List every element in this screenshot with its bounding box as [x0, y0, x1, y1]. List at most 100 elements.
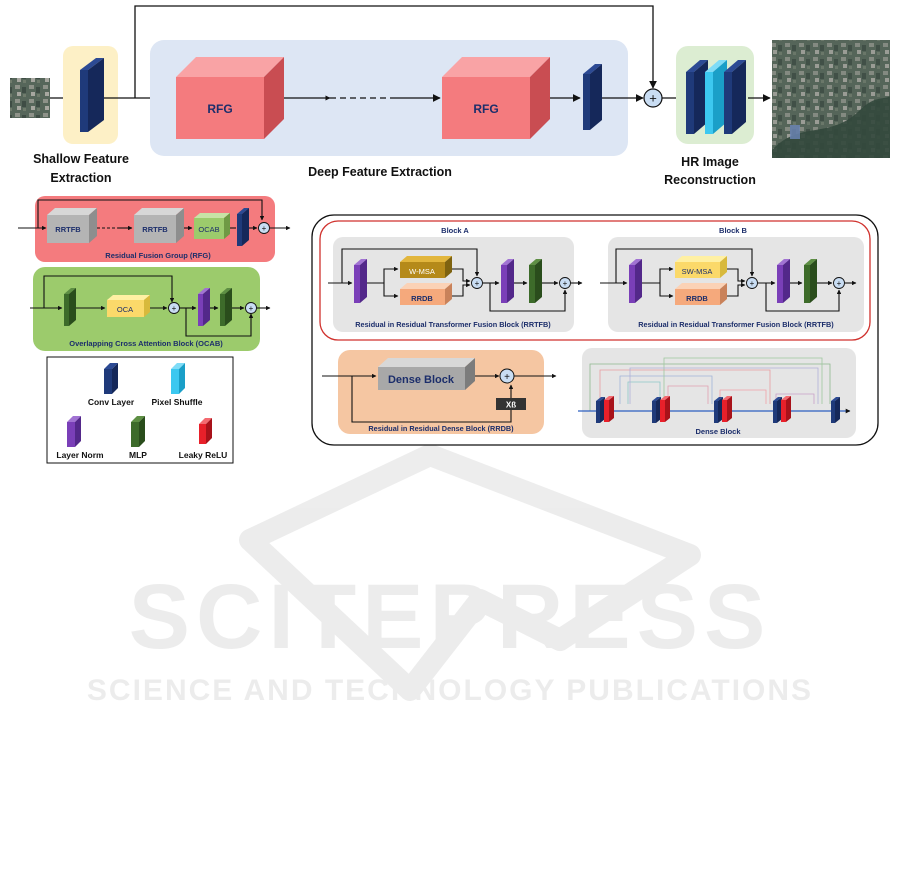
- block-b-mlp: [804, 259, 817, 303]
- svg-text:+: +: [475, 279, 480, 288]
- rfg-label-1: RFG: [207, 102, 232, 116]
- rfg-rrtfb-2: RRTFB: [134, 208, 184, 243]
- legend-pixel-shuffle-label: Pixel Shuffle: [151, 397, 202, 407]
- legend-conv-label: Conv Layer: [88, 397, 135, 407]
- block-b-layer-norm-2: [777, 259, 790, 303]
- ocab-panel-title: Overlapping Cross Attention Block (OCAB): [69, 339, 223, 348]
- hr-label-line1: HR Image: [681, 155, 739, 169]
- hr-conv-1: [686, 60, 708, 134]
- ocab-mlp-2: [220, 288, 232, 326]
- watermark-sub: SCIENCE AND TECHNOLOGY PUBLICATIONS: [87, 674, 813, 707]
- block-b-add-2: +: [833, 277, 845, 289]
- rrdb-dense-block: Dense Block: [378, 358, 475, 390]
- svg-text:+: +: [563, 279, 568, 288]
- legend-mlp-label: MLP: [129, 450, 147, 460]
- block-a-layer-norm-2: [501, 259, 514, 303]
- dense-unit-3: [714, 396, 732, 423]
- svg-text:RRTFB: RRTFB: [55, 225, 81, 234]
- rfg-rrtfb-1: RRTFB: [47, 208, 97, 243]
- svg-text:+: +: [750, 279, 755, 288]
- legend-conv-icon: [104, 363, 118, 394]
- svg-text:+: +: [649, 91, 657, 106]
- ocab-add-node-2: +: [245, 302, 257, 314]
- svg-text:SW-MSA: SW-MSA: [682, 267, 713, 276]
- rfg-block-2: RFG: [442, 57, 550, 139]
- dense-unit-1: [596, 396, 614, 423]
- svg-text:+: +: [504, 372, 510, 383]
- rfg-block-1: RFG: [176, 57, 284, 139]
- shallow-label-line1: Shallow Feature: [33, 152, 129, 166]
- deep-conv-layer: [583, 64, 602, 130]
- hr-label-line2: Reconstruction: [664, 173, 756, 187]
- svg-text:Dense Block: Dense Block: [388, 374, 455, 386]
- ocab-oca-block: OCA: [107, 295, 150, 317]
- block-b-swmsa: SW-MSA: [675, 256, 727, 278]
- svg-text:W-MSA: W-MSA: [409, 267, 435, 276]
- shallow-conv-layer: [80, 58, 104, 132]
- legend-layer-norm-label: Layer Norm: [56, 450, 104, 460]
- legend-layer-norm-icon: [67, 416, 81, 447]
- rfg-add-node: +: [258, 222, 270, 234]
- rrdb-beta-multiplier: Xß: [496, 398, 526, 410]
- dense-connections: [589, 357, 831, 411]
- block-a-layer-norm: [354, 259, 367, 303]
- block-a-wmsa: W-MSA: [400, 256, 452, 278]
- rrdb-add-node: +: [499, 368, 515, 384]
- global-skip-line: [134, 5, 657, 98]
- rrtfb-detail-panel: Block A W-MSA RRDB +: [311, 214, 879, 446]
- rrdb-caption: Residual in Residual Dense Block (RRDB): [368, 424, 514, 433]
- deep-label: Deep Feature Extraction: [308, 165, 452, 179]
- rfg-label-2: RFG: [473, 102, 498, 116]
- hr-pixel-shuffle: [705, 60, 727, 134]
- watermark-main: SCITEPRESS: [129, 566, 772, 668]
- ocab-add-node-1: +: [168, 302, 180, 314]
- legend-leaky-relu-icon: [199, 418, 212, 444]
- legend-pixel-shuffle-icon: [171, 363, 185, 394]
- block-b-caption: Residual in Residual Transformer Fusion …: [638, 320, 834, 329]
- input-image: [10, 78, 50, 118]
- dense-unit-4: [773, 396, 791, 423]
- ocab-mlp-1: [64, 288, 76, 326]
- svg-text:Xß: Xß: [506, 401, 516, 410]
- block-a-add-2: +: [559, 277, 571, 289]
- block-b-layer-norm: [629, 259, 642, 303]
- block-a-caption: Residual in Residual Transformer Fusion …: [355, 320, 551, 329]
- legend-leaky-relu-label: Leaky ReLU: [179, 450, 228, 460]
- svg-text:OCA: OCA: [117, 305, 133, 314]
- block-a-add-1: +: [471, 277, 483, 289]
- block-b-add-1: +: [746, 277, 758, 289]
- dense-bg: [582, 348, 856, 438]
- ocab-panel: OCA + + Overlapping Cross Attention Bloc…: [30, 267, 271, 351]
- block-b-bg: [608, 237, 864, 332]
- svg-text:RRDB: RRDB: [686, 294, 708, 303]
- pipeline: Shallow Feature Extraction RFG RFG: [10, 5, 890, 187]
- hr-conv-2: [724, 60, 746, 134]
- legend: Conv Layer Pixel Shuffle Layer Norm MLP …: [46, 356, 234, 464]
- block-a-rrdb: RRDB: [400, 283, 452, 305]
- rfg-ocab: OCAB: [194, 213, 230, 239]
- ocab-layer-norm: [198, 288, 210, 326]
- svg-text:OCAB: OCAB: [198, 225, 219, 234]
- dense-caption: Dense Block: [695, 427, 741, 436]
- svg-text:+: +: [172, 304, 177, 313]
- svg-text:+: +: [262, 224, 267, 233]
- legend-mlp-icon: [131, 416, 145, 447]
- block-a-heading: Block A: [441, 226, 469, 235]
- shallow-label-line2: Extraction: [50, 171, 111, 185]
- dense-unit-2: [652, 396, 670, 423]
- svg-text:RRTFB: RRTFB: [142, 225, 168, 234]
- output-image: [772, 40, 890, 158]
- watermark: SCITEPRESS SCIENCE AND TECHNOLOGY PUBLIC…: [87, 444, 813, 707]
- block-a-mlp: [529, 259, 542, 303]
- svg-text:RRDB: RRDB: [411, 294, 433, 303]
- block-b-rrdb: RRDB: [675, 283, 727, 305]
- global-add-node: +: [643, 88, 663, 108]
- rfg-panel-title: Residual Fusion Group (RFG): [105, 251, 211, 260]
- svg-text:+: +: [837, 279, 842, 288]
- svg-text:+: +: [249, 304, 254, 313]
- rfg-panel: RRTFB RRTFB OCAB + Resi: [18, 196, 291, 262]
- block-b-heading: Block B: [719, 226, 748, 235]
- watermark-bird-icon: [239, 444, 701, 701]
- rfg-conv-layer: [237, 208, 249, 246]
